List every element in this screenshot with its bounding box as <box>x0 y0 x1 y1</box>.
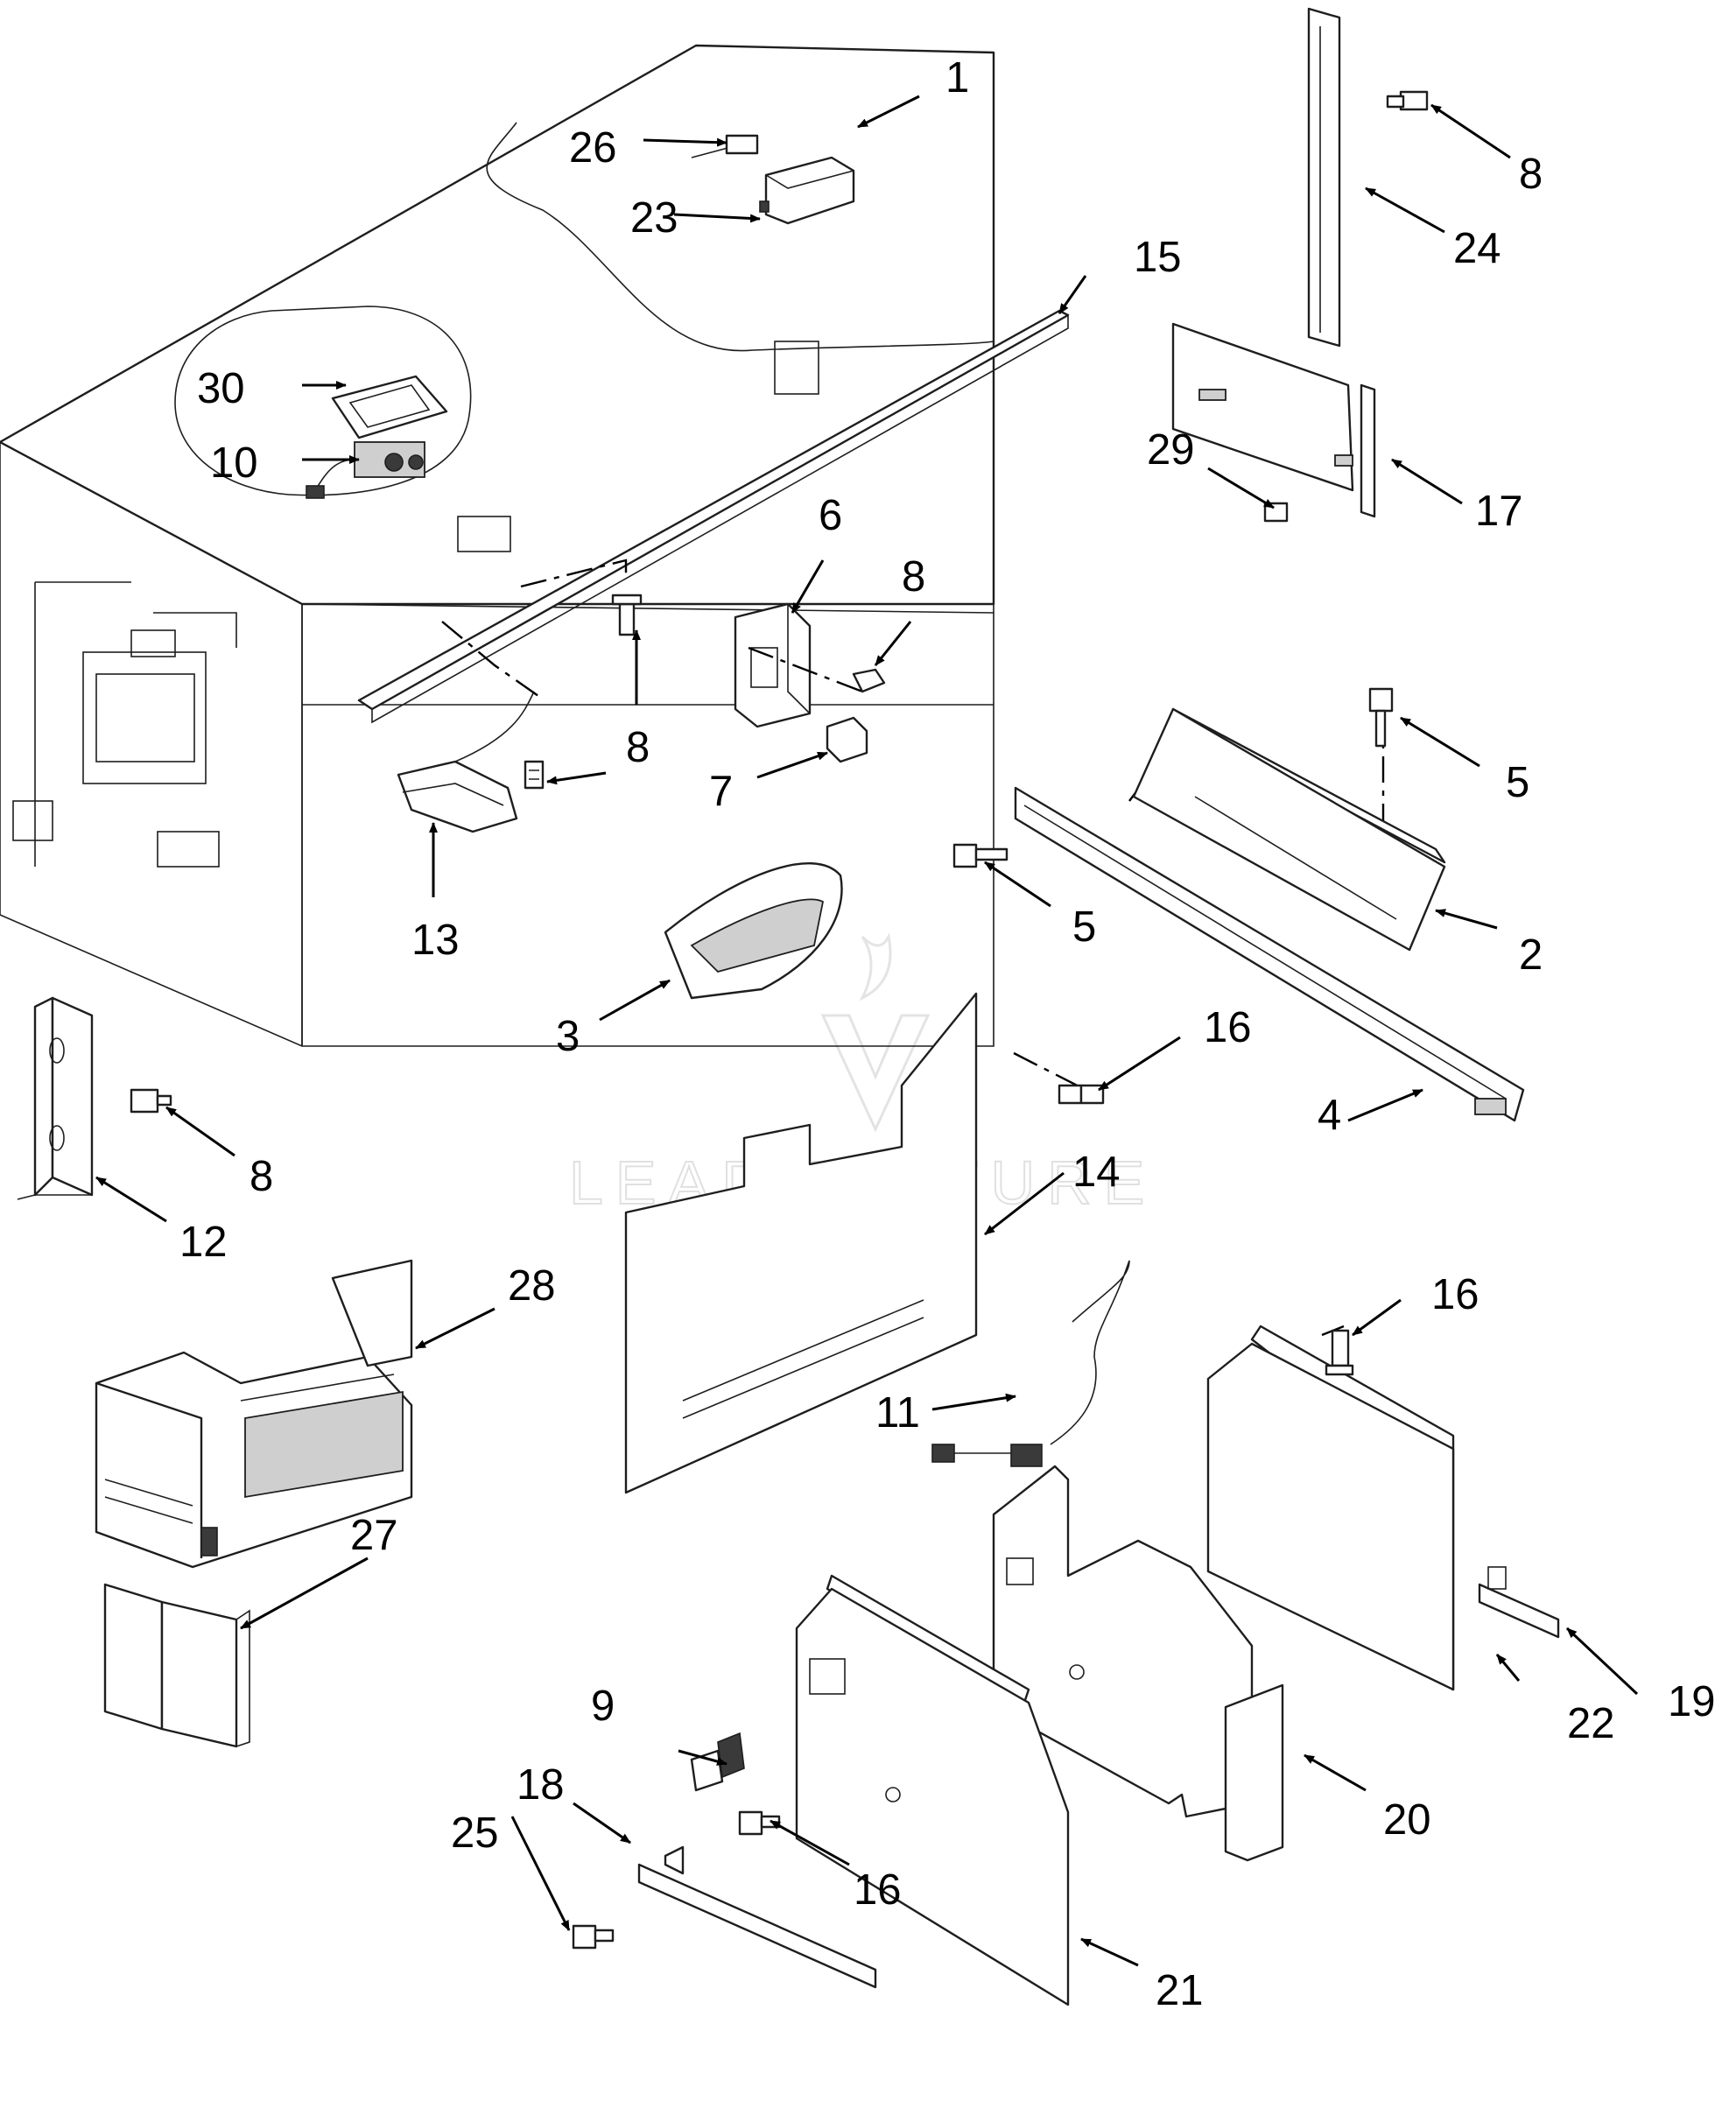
callout-3: 3 <box>556 1013 580 1060</box>
part-rail-18 <box>637 1845 877 1989</box>
callout-26: 26 <box>569 124 617 172</box>
part-angle-bracket-2 <box>1132 707 1446 952</box>
part-panel-21 <box>795 1574 1070 2006</box>
part-wire-and-cover <box>691 134 855 225</box>
callout-21: 21 <box>1156 1967 1204 2014</box>
part-handle-3 <box>664 862 843 1000</box>
callout-15: 15 <box>1134 234 1182 281</box>
part-label-and-damper <box>306 375 448 499</box>
part-vertical-strip <box>1307 7 1341 348</box>
callout-7: 7 <box>709 768 733 815</box>
callout-8-middle: 8 <box>902 553 925 601</box>
callout-13: 13 <box>411 917 460 964</box>
callout-27: 27 <box>350 1512 398 1559</box>
part-panel-22 <box>1206 1325 1560 1691</box>
part-panel-14 <box>624 992 978 1494</box>
callout-5-left: 5 <box>1072 903 1096 951</box>
callout-18: 18 <box>517 1761 565 1809</box>
callout-16-panel: 16 <box>1204 1004 1252 1051</box>
part-bracket-12 <box>17 996 94 1200</box>
callout-28: 28 <box>508 1262 556 1310</box>
callout-17: 17 <box>1475 488 1523 535</box>
part-bracket-13 <box>397 691 535 833</box>
part-screw-5-left <box>952 843 1009 868</box>
callout-9: 9 <box>591 1683 615 1730</box>
callout-8-left: 8 <box>250 1153 273 1200</box>
part-screw-29 <box>1263 502 1289 523</box>
callout-1: 1 <box>945 54 969 102</box>
part-screw-8-left <box>130 1088 172 1114</box>
callout-20: 20 <box>1383 1796 1431 1844</box>
part-bracket-27 <box>103 1583 250 1748</box>
callout-10: 10 <box>210 439 258 487</box>
callout-6: 6 <box>819 492 842 539</box>
callout-14: 14 <box>1072 1149 1121 1196</box>
callout-16-right: 16 <box>1431 1271 1479 1318</box>
leader-lines <box>95 95 1639 1967</box>
part-trim-strip <box>357 309 1070 724</box>
callout-2: 2 <box>1519 931 1543 979</box>
callout-5-top: 5 <box>1506 759 1529 806</box>
part-screw-25 <box>572 1924 615 1950</box>
part-icemaker-28 <box>95 1259 413 1569</box>
part-bracket-17 <box>1171 322 1376 518</box>
part-screw-8-upper <box>611 594 643 636</box>
callout-22: 22 <box>1567 1700 1615 1747</box>
callout-25: 25 <box>451 1809 499 1857</box>
part-screw-8-top-right <box>1386 90 1429 111</box>
part-slide-rail-4 <box>1014 786 1525 1122</box>
callout-16-lower: 16 <box>854 1866 902 1914</box>
part-wire-harness-11 <box>931 1260 1130 1467</box>
callout-8-top-right: 8 <box>1519 151 1543 198</box>
callout-11: 11 <box>875 1389 920 1437</box>
callout-24: 24 <box>1453 225 1501 272</box>
part-screw-16-right <box>1325 1329 1354 1376</box>
callout-4: 4 <box>1318 1092 1341 1139</box>
callout-8-center: 8 <box>626 724 650 771</box>
callout-12: 12 <box>179 1219 228 1266</box>
part-housing-6 <box>734 602 886 763</box>
callout-29: 29 <box>1147 426 1195 474</box>
part-screw-8-center <box>524 760 545 790</box>
part-control-box-20 <box>992 1465 1284 1862</box>
callout-30: 30 <box>197 365 245 412</box>
part-screw-16-panel <box>1058 1084 1105 1105</box>
callout-labels: 1 2 3 4 5 5 6 7 8 8 8 8 8 9 10 11 12 13 … <box>179 54 1716 2014</box>
callout-19: 19 <box>1668 1678 1716 1725</box>
part-screw-5-top <box>1368 687 1394 748</box>
callout-23: 23 <box>630 194 678 242</box>
